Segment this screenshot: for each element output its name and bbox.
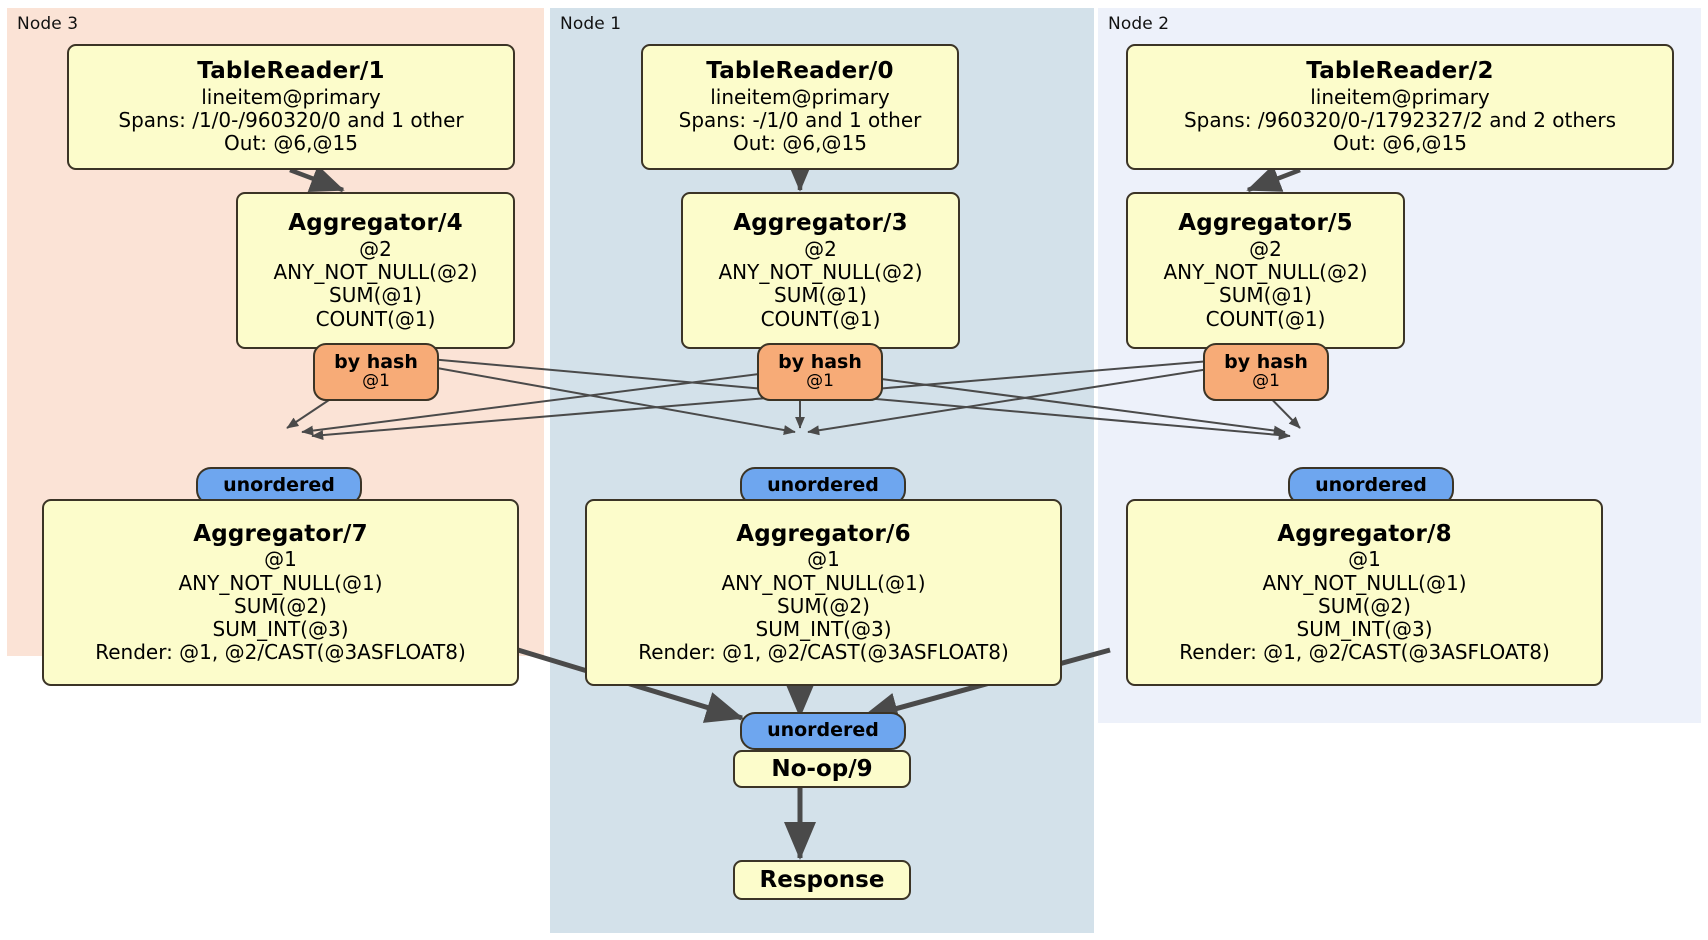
- processor-line: SUM(@2): [234, 593, 327, 618]
- processor-aggregator-8[interactable]: Aggregator/8 @1 ANY_NOT_NULL(@1) SUM(@2)…: [1126, 499, 1603, 686]
- router-by-hash-left[interactable]: by hash @1: [313, 343, 439, 401]
- processor-line: COUNT(@1): [315, 306, 436, 331]
- processor-line: @1: [264, 547, 297, 572]
- processor-render-line: Render: @1, @2/CAST(@3ASFLOAT8): [95, 640, 466, 665]
- processor-line: SUM(@1): [329, 283, 422, 308]
- processor-title: TableReader/2: [1306, 58, 1494, 85]
- processor-line: SUM_INT(@3): [1296, 616, 1433, 641]
- processor-line: lineitem@primary: [710, 85, 890, 110]
- processor-line: SUM_INT(@3): [755, 616, 892, 641]
- processor-aggregator-6[interactable]: Aggregator/6 @1 ANY_NOT_NULL(@1) SUM(@2)…: [585, 499, 1062, 686]
- processor-title: Aggregator/3: [733, 210, 908, 237]
- processor-line: @2: [1249, 236, 1282, 261]
- processor-line: Out: @6,@15: [224, 131, 358, 156]
- processor-line: ANY_NOT_NULL(@2): [273, 260, 478, 285]
- node-panel-label: Node 1: [560, 14, 622, 34]
- processor-line: SUM(@2): [1318, 593, 1411, 618]
- processor-aggregator-7[interactable]: Aggregator/7 @1 ANY_NOT_NULL(@1) SUM(@2)…: [42, 499, 519, 686]
- processor-noop-9[interactable]: No-op/9: [733, 750, 911, 788]
- processor-title: Aggregator/4: [288, 210, 463, 237]
- processor-line: Spans: /960320/0-/1792327/2 and 2 others: [1183, 108, 1616, 133]
- processor-render-line: Render: @1, @2/CAST(@3ASFLOAT8): [638, 640, 1009, 665]
- processor-title: Aggregator/7: [193, 520, 368, 547]
- router-label: by hash: [334, 351, 418, 374]
- processor-line: Spans: /1/0-/960320/0 and 1 other: [118, 108, 464, 133]
- synchronizer-unordered-final[interactable]: unordered: [740, 712, 906, 750]
- router-label: by hash: [1224, 351, 1308, 374]
- processor-line: lineitem@primary: [1310, 85, 1490, 110]
- processor-line: COUNT(@1): [1205, 306, 1326, 331]
- synchronizer-unordered-middle[interactable]: unordered: [740, 467, 906, 505]
- processor-line: @1: [807, 547, 840, 572]
- processor-line: SUM_INT(@3): [212, 616, 349, 641]
- processor-aggregator-4[interactable]: Aggregator/4 @2 ANY_NOT_NULL(@2) SUM(@1)…: [236, 192, 515, 349]
- processor-title: TableReader/0: [706, 58, 894, 85]
- processor-table-reader-2[interactable]: TableReader/2 lineitem@primary Spans: /9…: [1126, 44, 1674, 170]
- synchronizer-label: unordered: [767, 719, 879, 742]
- synchronizer-label: unordered: [767, 474, 879, 497]
- processor-title: Aggregator/6: [736, 520, 911, 547]
- processor-title: Aggregator/5: [1178, 210, 1353, 237]
- processor-render-line: Render: @1, @2/CAST(@3ASFLOAT8): [1179, 640, 1550, 665]
- processor-line: Out: @6,@15: [733, 131, 867, 156]
- processor-title: No-op/9: [771, 756, 873, 782]
- router-by-hash-right[interactable]: by hash @1: [1203, 343, 1329, 401]
- router-column: @1: [806, 371, 834, 392]
- processor-line: Spans: -/1/0 and 1 other: [678, 108, 922, 133]
- processor-title: Response: [759, 867, 885, 893]
- processor-line: lineitem@primary: [201, 85, 381, 110]
- processor-line: @2: [804, 236, 837, 261]
- processor-line: Out: @6,@15: [1333, 131, 1467, 156]
- processor-line: ANY_NOT_NULL(@1): [721, 570, 926, 595]
- synchronizer-label: unordered: [1315, 474, 1427, 497]
- processor-aggregator-5[interactable]: Aggregator/5 @2 ANY_NOT_NULL(@2) SUM(@1)…: [1126, 192, 1405, 349]
- processor-table-reader-0[interactable]: TableReader/0 lineitem@primary Spans: -/…: [641, 44, 959, 170]
- processor-line: SUM(@1): [774, 283, 867, 308]
- router-by-hash-middle[interactable]: by hash @1: [757, 343, 883, 401]
- processor-response[interactable]: Response: [733, 860, 911, 900]
- processor-title: Aggregator/8: [1277, 520, 1452, 547]
- processor-line: SUM(@1): [1219, 283, 1312, 308]
- node-panel-label: Node 2: [1108, 14, 1170, 34]
- processor-line: ANY_NOT_NULL(@1): [178, 570, 383, 595]
- processor-title: TableReader/1: [197, 58, 385, 85]
- node-panel-label: Node 3: [17, 14, 79, 34]
- synchronizer-label: unordered: [223, 474, 335, 497]
- processor-line: SUM(@2): [777, 593, 870, 618]
- synchronizer-unordered-left[interactable]: unordered: [196, 467, 362, 505]
- processor-aggregator-3[interactable]: Aggregator/3 @2 ANY_NOT_NULL(@2) SUM(@1)…: [681, 192, 960, 349]
- processor-line: ANY_NOT_NULL(@1): [1262, 570, 1467, 595]
- processor-line: @2: [359, 236, 392, 261]
- router-column: @1: [1252, 371, 1280, 392]
- router-label: by hash: [778, 351, 862, 374]
- processor-table-reader-1[interactable]: TableReader/1 lineitem@primary Spans: /1…: [67, 44, 515, 170]
- processor-line: COUNT(@1): [760, 306, 881, 331]
- router-column: @1: [362, 371, 390, 392]
- processor-line: ANY_NOT_NULL(@2): [1163, 260, 1368, 285]
- processor-line: @1: [1348, 547, 1381, 572]
- processor-line: ANY_NOT_NULL(@2): [718, 260, 923, 285]
